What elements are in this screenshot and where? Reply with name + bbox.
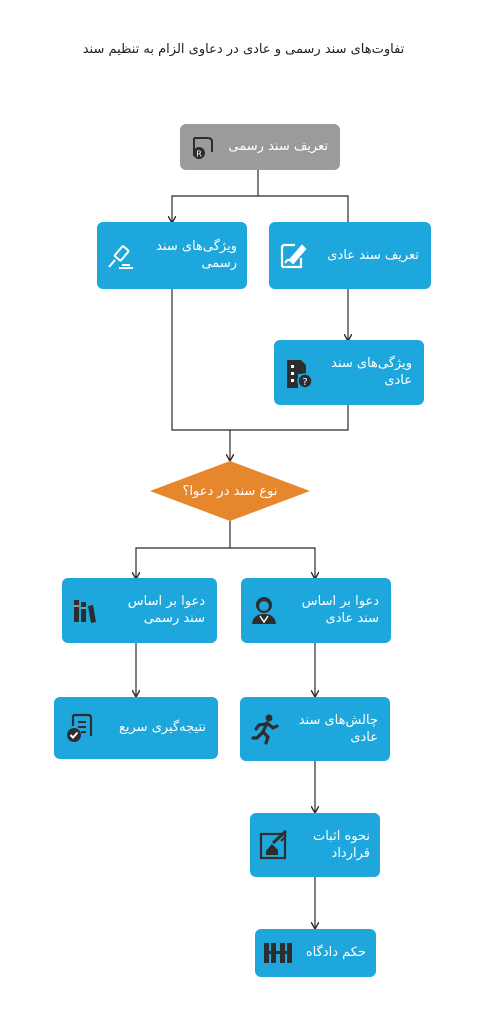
document-question-icon: ?: [284, 358, 314, 394]
node-def-ordinary: تعریف سند عادی: [269, 222, 431, 289]
node-claim-official: دعوا بر اساس سند رسمی: [62, 578, 217, 643]
node-label: ویژگی‌های سند عادی: [331, 356, 412, 388]
node-feat-ordinary: ? ویژگی‌های سند عادی: [274, 340, 424, 405]
courthouse-icon: [263, 941, 293, 969]
node-label: چالش‌های سند عادی: [298, 713, 378, 745]
edge-decision-to-claims: [136, 521, 231, 578]
node-proof: نحوه اثبات قرارداد: [250, 813, 380, 877]
edge-decision-to-claim-ordinary: [230, 547, 315, 578]
node-feat-official: ویژگی‌های سند رسمی: [97, 222, 247, 289]
node-label: دعوا بر اساس سند رسمی: [127, 594, 205, 626]
decision-shape: [150, 461, 310, 521]
node-label: نتیجه‌گیری سریع: [118, 720, 206, 735]
node-label: تعریف سند رسمی: [228, 139, 328, 154]
decision-doc-type: نوع سند در دعوا؟: [150, 461, 310, 521]
decision-label: نوع سند در دعوا؟: [182, 483, 278, 499]
node-label: تعریف سند عادی: [327, 248, 419, 263]
node-label: ویژگی‌های سند رسمی: [156, 239, 237, 271]
edge-start-branch: [172, 170, 259, 222]
node-quick-result: نتیجه‌گیری سریع: [54, 697, 218, 759]
signature-pen-icon: [277, 240, 309, 276]
svg-text:?: ?: [302, 377, 307, 388]
node-label: دعوا بر اساس سند عادی: [301, 594, 379, 626]
node-verdict: حکم دادگاه: [255, 929, 376, 977]
edge-start-to-def-ordinary: [258, 195, 349, 222]
gavel-icon: [107, 242, 137, 276]
svg-text:R: R: [196, 150, 202, 159]
node-challenges: چالش‌های سند عادی: [240, 697, 390, 761]
person-icon: [249, 594, 279, 630]
page-title: تفاوت‌های سند رسمی و عادی در دعاوی الزام…: [82, 42, 405, 57]
running-person-icon: [250, 713, 280, 749]
edge-feat-ordinary-to-merge: [230, 405, 349, 460]
checked-document-icon: [64, 712, 96, 748]
node-label: حکم دادگاه: [305, 945, 366, 960]
node-def-official: R تعریف سند رسمی: [180, 124, 340, 170]
property-contract-icon: [259, 829, 289, 865]
registered-document-icon: R: [188, 133, 216, 165]
node-label: نحوه اثبات قرارداد: [312, 829, 370, 861]
edge-feat-official-to-merge: [171, 289, 230, 431]
law-books-icon: [71, 596, 101, 630]
node-claim-ordinary: دعوا بر اساس سند عادی: [241, 578, 391, 643]
